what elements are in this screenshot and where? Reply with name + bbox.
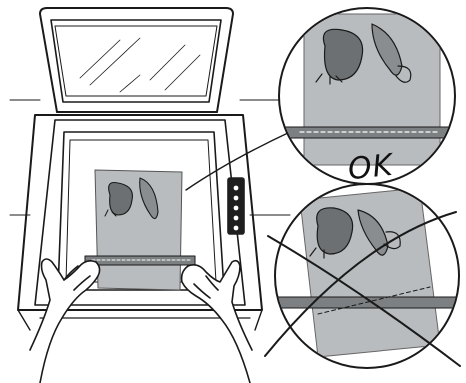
bag-in-machine [85,170,195,290]
control-panel [228,178,244,234]
left-hand [30,259,100,383]
wrong-detail-circle [270,184,466,368]
ok-label: OK [346,148,395,188]
open-lid [40,8,233,112]
